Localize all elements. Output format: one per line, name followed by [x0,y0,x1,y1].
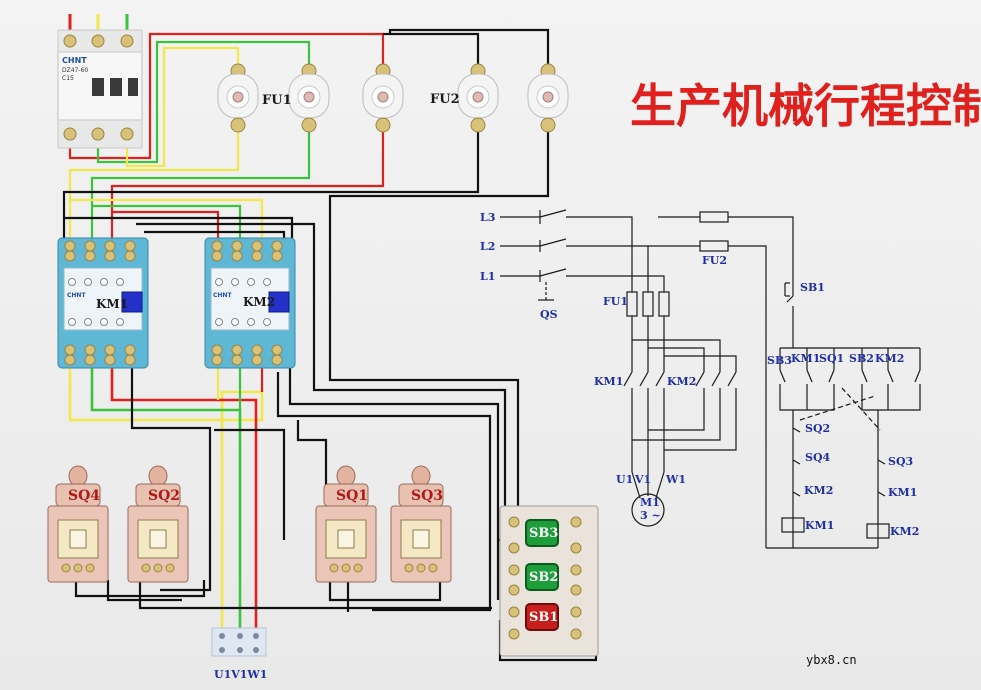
km2-brand: CHNT [213,292,232,299]
breaker-handle-3[interactable] [128,78,138,96]
motor-terminal-block [211,627,267,657]
fu2-label: FU2 [430,92,460,107]
limit-switch-4 [390,465,452,583]
breaker-model: DZ47-60 [62,67,88,74]
pictorial-wires [62,14,598,662]
schematic-km2-aux: KM2 [875,352,904,365]
sq4-label: SQ4 [68,488,100,504]
sb3-label: SB3 [529,526,558,541]
schematic-km2-interlock: KM2 [804,484,833,497]
km1-label: KM1 [96,297,128,311]
fuse-4 [457,63,499,133]
schematic-fu1: FU1 [603,295,628,308]
sb1-label: SB1 [529,610,558,625]
fuse-3 [362,63,404,133]
breaker-handle-1[interactable] [92,78,104,96]
limit-switch-2 [127,465,189,583]
schematic-motor-phase: 3 ~ [640,509,661,522]
sb1-button[interactable] [525,603,559,631]
breaker-brand: CHNT [62,56,87,65]
schematic-qs: QS [540,308,558,321]
limit-switch-group [47,465,452,583]
schematic-sb3: SB3 [767,354,792,367]
schematic-line-l3: L3 [480,211,495,224]
schematic-km2-main: KM2 [667,375,696,388]
push-button-box: SB3 SB2 SB1 [499,505,599,657]
schematic-sq4: SQ4 [805,451,831,464]
terminal-label: U1V1W1 [214,668,267,681]
schematic-sb1: SB1 [800,281,825,294]
schematic-km1-interlock: KM1 [888,486,917,499]
sb3-button[interactable] [525,519,559,547]
schematic-fu2: FU2 [702,254,727,267]
fuse-5 [527,63,569,133]
schematic-sq3: SQ3 [888,455,913,468]
fuse-1 [217,63,259,133]
schematic-km1-aux: KM1 [791,352,820,365]
contactor-km2 [204,237,296,369]
limit-switch-3 [315,465,377,583]
schematic-km2-coil: KM2 [890,525,919,538]
schematic-w1: W1 [665,473,686,486]
limit-switch-1 [47,465,109,583]
sq3-label: SQ3 [411,488,443,504]
km2-label: KM2 [243,295,275,309]
schematic-km1-coil: KM1 [805,519,834,532]
km1-brand: CHNT [67,292,86,299]
breaker-rating: C15 [62,75,74,82]
schematic-line-l1: L1 [480,270,495,283]
schematic-motor-m: M1 [640,496,660,509]
sq2-label: SQ2 [148,488,180,504]
diagram-title: 生产机械行程控制电路 [630,79,981,133]
breaker-handle-2[interactable] [110,78,122,96]
fuse-2 [288,63,330,133]
circuit-breaker: CHNT DZ47-60 C15 [57,29,143,149]
sb2-button[interactable] [525,563,559,591]
sq1-label: SQ1 [336,488,368,504]
sb2-label: SB2 [529,570,558,585]
schematic-km1-main: KM1 [594,375,623,388]
schematic-line-l2: L2 [480,240,495,253]
schematic-sq1: SQ1 [819,352,844,365]
schematic-lines [500,209,921,549]
schematic-sq2: SQ2 [805,422,830,435]
fu1-label: FU1 [262,93,292,108]
schematic-sb2: SB2 [849,352,874,365]
schematic-u1: U1 [616,473,633,486]
schematic-v1: V1 [634,473,651,486]
watermark: ybx8.cn [806,653,857,667]
fuse-group [217,63,569,133]
contactor-km1 [57,237,149,369]
